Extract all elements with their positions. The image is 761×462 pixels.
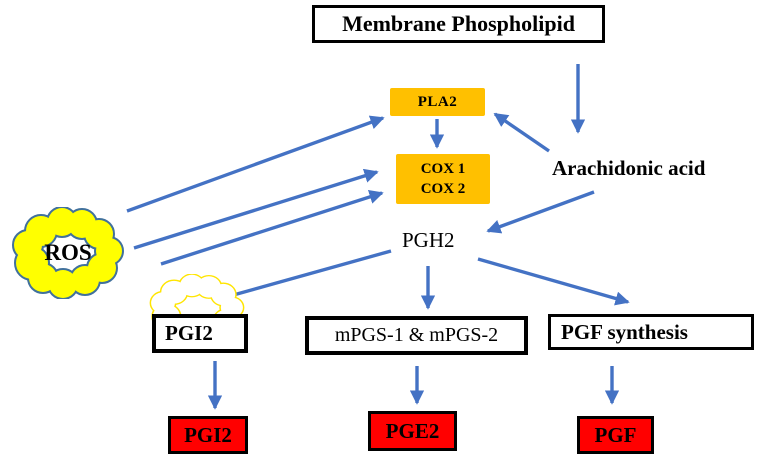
membrane-phospholipid-box: Membrane Phospholipid: [312, 5, 605, 43]
pla2-label: PLA2: [417, 93, 458, 110]
cox-box: COX 1 COX 2: [396, 154, 490, 204]
pgf-product-label: PGF: [594, 422, 637, 447]
pgi2-product-label: PGI2: [184, 422, 232, 447]
pgf-synthesis-box: PGF synthesis: [548, 314, 754, 350]
cox2-label: COX 2: [420, 181, 466, 197]
arrow-ros-to-cox2: [160, 190, 384, 266]
arrow-ros-to-pla2: [126, 115, 385, 213]
ros-cloud: ROS: [8, 207, 128, 299]
pge2-product-box: PGE2: [368, 411, 457, 451]
arachidonic-acid-label: Arachidonic acid: [552, 156, 706, 180]
pla2-box: PLA2: [390, 88, 485, 116]
cox1-label: COX 1: [420, 160, 466, 177]
pgi2-product-box: PGI2: [168, 416, 248, 454]
pgf-product-box: PGF: [577, 416, 654, 454]
arrow-arachidonic-to-pla2: [493, 112, 550, 153]
pgh2-label: PGH2: [402, 228, 455, 252]
arrow-arachidonic-to-pgh2: [486, 190, 595, 234]
pgi2-synthase-box: PGI2: [152, 314, 248, 353]
mpgs-box: mPGS-1 & mPGS-2: [305, 316, 528, 355]
arrow-ros-to-cox1: [133, 168, 379, 250]
pge2-product-label: PGE2: [385, 418, 440, 443]
membrane-phospholipid-label: Membrane Phospholipid: [342, 11, 575, 36]
pgi2-synthase-label: PGI2: [165, 321, 213, 345]
arrow-pgh2-to-pgf-synthesis: [477, 257, 630, 306]
mpgs-label: mPGS-1 & mPGS-2: [334, 324, 499, 346]
ros-label: ROS: [44, 240, 92, 265]
pgf-synthesis-label: PGF synthesis: [561, 319, 688, 344]
